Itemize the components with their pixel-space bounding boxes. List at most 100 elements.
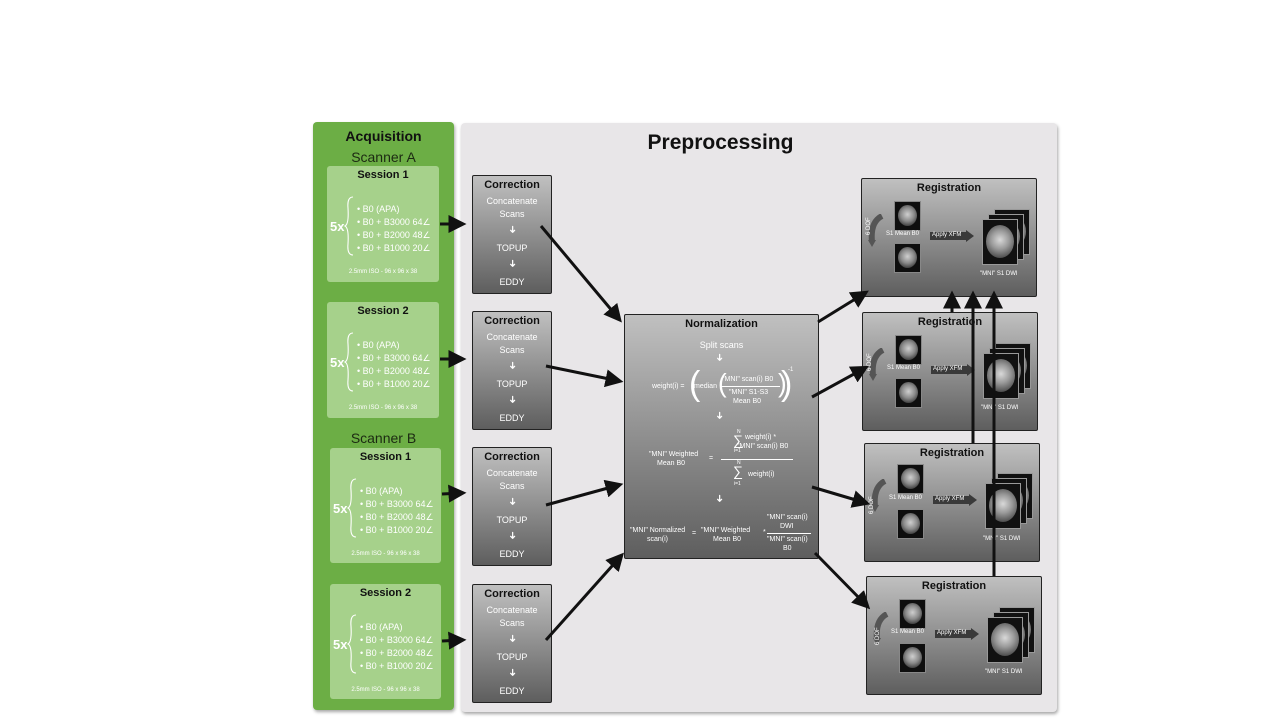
topup-label: TOPUP	[496, 515, 528, 525]
normalized-lhs-1: "MNI" Normalized	[630, 527, 686, 534]
dwi-stack-image	[987, 617, 1023, 663]
sequence-item: • B0 + B1000 20∠	[357, 379, 431, 389]
registration-box: Registration 6 DOF S1 Mean B0 Apply XFM …	[862, 312, 1038, 431]
sequence-item: • B0 + B1000 20∠	[360, 661, 434, 671]
rotation-arrow-icon	[868, 214, 884, 247]
resolution-text: 2.5mm ISO - 96 x 96 x 38	[351, 687, 420, 693]
registration-title: Registration	[921, 580, 987, 592]
apply-xfm-label: Apply XFM	[933, 366, 963, 372]
dwi-stack-image	[985, 483, 1021, 529]
dof-label: 6 DOF	[875, 627, 881, 645]
normalization-title: Normalization	[685, 318, 758, 330]
concatenate-label: Concatenate	[486, 196, 538, 206]
eddy-label: EDDY	[499, 549, 525, 559]
resolution-text: 2.5mm ISO - 96 x 96 x 38	[348, 269, 418, 275]
repeat-multiplier: 5x	[330, 219, 345, 234]
sequence-item: • B0 (APA)	[360, 622, 403, 632]
session-title: Session 2	[359, 587, 412, 599]
sequence-item: • B0 + B2000 48∠	[360, 648, 434, 658]
mean-b0-label: S1 Mean B0	[887, 365, 921, 371]
concatenate-label: Concatenate	[486, 605, 538, 615]
apply-xfm-arrow-icon	[930, 230, 974, 242]
down-arrow-icon: ➜	[506, 497, 518, 506]
registration-title: Registration	[917, 316, 983, 328]
sigma-icon: ∑	[733, 432, 743, 448]
concatenate-label: Concatenate	[486, 332, 538, 342]
scanner-b-label: Scanner B	[350, 430, 417, 446]
session-title: Session 1	[359, 451, 412, 463]
weighted-mean-lhs-1: "MNI" Weighted	[649, 451, 699, 458]
apply-xfm-arrow-icon	[931, 364, 975, 376]
scans-label: Scans	[499, 481, 525, 491]
sequence-item: • B0 + B3000 64∠	[357, 353, 431, 363]
brace-icon	[343, 332, 354, 392]
correction-title: Correction	[484, 451, 540, 463]
sequence-item: • B0 + B3000 64∠	[360, 499, 434, 509]
equals-sign: =	[709, 455, 714, 462]
sigma-icon: ∑	[733, 463, 743, 479]
apply-xfm-arrow-icon	[935, 628, 979, 640]
scanner-a-session-2: Session 2 5x • B0 (APA) • B0 + B3000 64∠…	[327, 302, 439, 418]
registration-box: Registration 6 DOF S1 Mean B0 Apply XFM …	[866, 576, 1042, 695]
scans-label: Scans	[499, 345, 525, 355]
correction-box: Correction Concatenate Scans ➜ TOPUP ➜ E…	[472, 311, 552, 430]
weight-denominator-b: Mean B0	[733, 398, 762, 405]
repeat-multiplier: 5x	[333, 501, 348, 516]
sequence-item: • B0 + B3000 64∠	[357, 217, 431, 227]
dof-label: 6 DOF	[867, 353, 873, 371]
weighted-mean-lhs-2: Mean B0	[657, 460, 686, 467]
mean-b0-label: S1 Mean B0	[889, 495, 923, 501]
normalized-lhs-2: scan(i)	[647, 536, 669, 543]
dof-label: 6 DOF	[866, 217, 872, 235]
fraction-denominator-2: B0	[783, 545, 792, 552]
sequence-list: • B0 (APA) • B0 + B3000 64∠ • B0 + B2000…	[360, 485, 434, 537]
sum-upper-n: N	[737, 429, 741, 435]
down-arrow-icon: ➜	[506, 259, 518, 268]
weight-lhs: weight(i) =	[652, 383, 685, 390]
scans-label: Scans	[499, 209, 525, 219]
sum-numerator-1: weight(i) *	[745, 434, 777, 441]
registration-box: Registration 6 DOF S1 Mean B0 Apply XFM …	[864, 443, 1040, 562]
dwi-stack-image	[982, 219, 1018, 265]
sequence-item: • B0 (APA)	[357, 340, 400, 350]
sequence-item: • B0 + B2000 48∠	[360, 512, 434, 522]
eddy-label: EDDY	[499, 277, 525, 287]
sequence-item: • B0 + B1000 20∠	[360, 525, 434, 535]
scanner-a-session-1: Session 1 5x • B0 (APA) • B0 + B3000 64∠…	[327, 166, 439, 282]
down-arrow-icon: ➜	[506, 225, 518, 234]
session-title: Session 2	[357, 305, 409, 317]
sum-lower-i: i=1	[734, 481, 741, 487]
registration-box: Registration 6 DOF S1 Mean B0 Apply XFM …	[861, 178, 1037, 297]
scans-label: Scans	[499, 618, 525, 628]
topup-label: TOPUP	[496, 652, 528, 662]
mean-b0-brain-image	[899, 599, 926, 629]
fraction-denominator-1: "MNI" scan(i)	[767, 536, 808, 543]
topup-label: TOPUP	[496, 243, 528, 253]
rotation-arrow-icon	[869, 348, 885, 381]
sequence-item: • B0 (APA)	[360, 486, 403, 496]
down-arrow-icon: ➜	[506, 361, 518, 370]
sum-numerator-2: "MNI" scan(i) B0	[737, 443, 789, 450]
down-arrow-icon: ➜	[506, 634, 518, 643]
sequence-item: • B0 + B1000 20∠	[357, 243, 431, 253]
registration-title: Registration	[919, 447, 985, 459]
fraction-bar	[721, 459, 793, 460]
times-sign: *	[763, 529, 766, 536]
sequence-list: • B0 (APA) • B0 + B3000 64∠ • B0 + B2000…	[357, 339, 431, 391]
brace-icon	[343, 196, 354, 256]
output-dwi-label: "MNI" S1 DWI	[981, 405, 1019, 411]
template-brain-image	[894, 243, 921, 273]
topup-label: TOPUP	[496, 379, 528, 389]
down-arrow-icon: ➜	[713, 353, 725, 362]
eddy-label: EDDY	[499, 413, 525, 423]
mean-b0-brain-image	[897, 464, 924, 494]
repeat-multiplier: 5x	[333, 637, 348, 652]
template-brain-image	[897, 509, 924, 539]
down-arrow-icon: ➜	[506, 395, 518, 404]
normalization-box: Normalization Split scans ➜ weight(i) = …	[624, 314, 819, 559]
session-title: Session 1	[357, 169, 409, 181]
scanner-b-session-2: Session 2 5x • B0 (APA) • B0 + B3000 64∠…	[330, 584, 441, 699]
sequence-list: • B0 (APA) • B0 + B3000 64∠ • B0 + B2000…	[357, 203, 431, 255]
fraction-numerator-1: "MNI" scan(i)	[767, 514, 808, 521]
fraction-numerator-2: DWI	[780, 523, 794, 530]
